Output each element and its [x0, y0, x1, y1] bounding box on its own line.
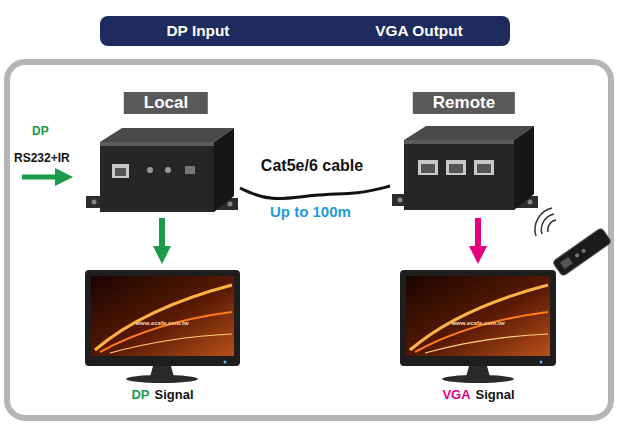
- remote-extender: [392, 126, 538, 210]
- watermark: www.ecafe.com.tw: [451, 320, 504, 326]
- banner-text: DP Input: [100, 16, 296, 46]
- watermark: www.ecafe.com.tw: [135, 320, 188, 326]
- cable-label: Cat5e/6 cable: [259, 157, 365, 175]
- extender-unit: Local: [92, 88, 240, 216]
- input-arrow: [22, 168, 73, 186]
- distance-note: Up to 100m: [270, 203, 351, 220]
- signal-caption: DP: [131, 387, 149, 403]
- title-banner: DP Input VGA Output: [100, 16, 510, 46]
- signal-arrow: [475, 218, 481, 246]
- signal-arrow: [159, 218, 165, 246]
- display-monitor: DP Signal: [80, 266, 245, 406]
- signal-caption: Signal: [155, 387, 194, 403]
- signal-name: DP: [32, 124, 49, 138]
- local-extender: [86, 128, 238, 212]
- unit-tag: Local: [124, 92, 208, 114]
- banner-text: VGA Output: [328, 16, 510, 46]
- network-cable: [240, 186, 390, 199]
- extender-unit: Remote: [390, 88, 538, 216]
- unit-tag: Remote: [413, 92, 515, 114]
- ir-remote: [535, 208, 612, 277]
- signal-name: RS232+IR: [14, 151, 70, 165]
- display-monitor: VGA Signal: [396, 266, 561, 406]
- remote-monitor: [400, 270, 556, 383]
- frame-panel: [7, 62, 611, 418]
- local-monitor: [85, 270, 240, 383]
- signal-caption: Signal: [476, 387, 515, 403]
- signal-caption: VGA: [442, 387, 470, 403]
